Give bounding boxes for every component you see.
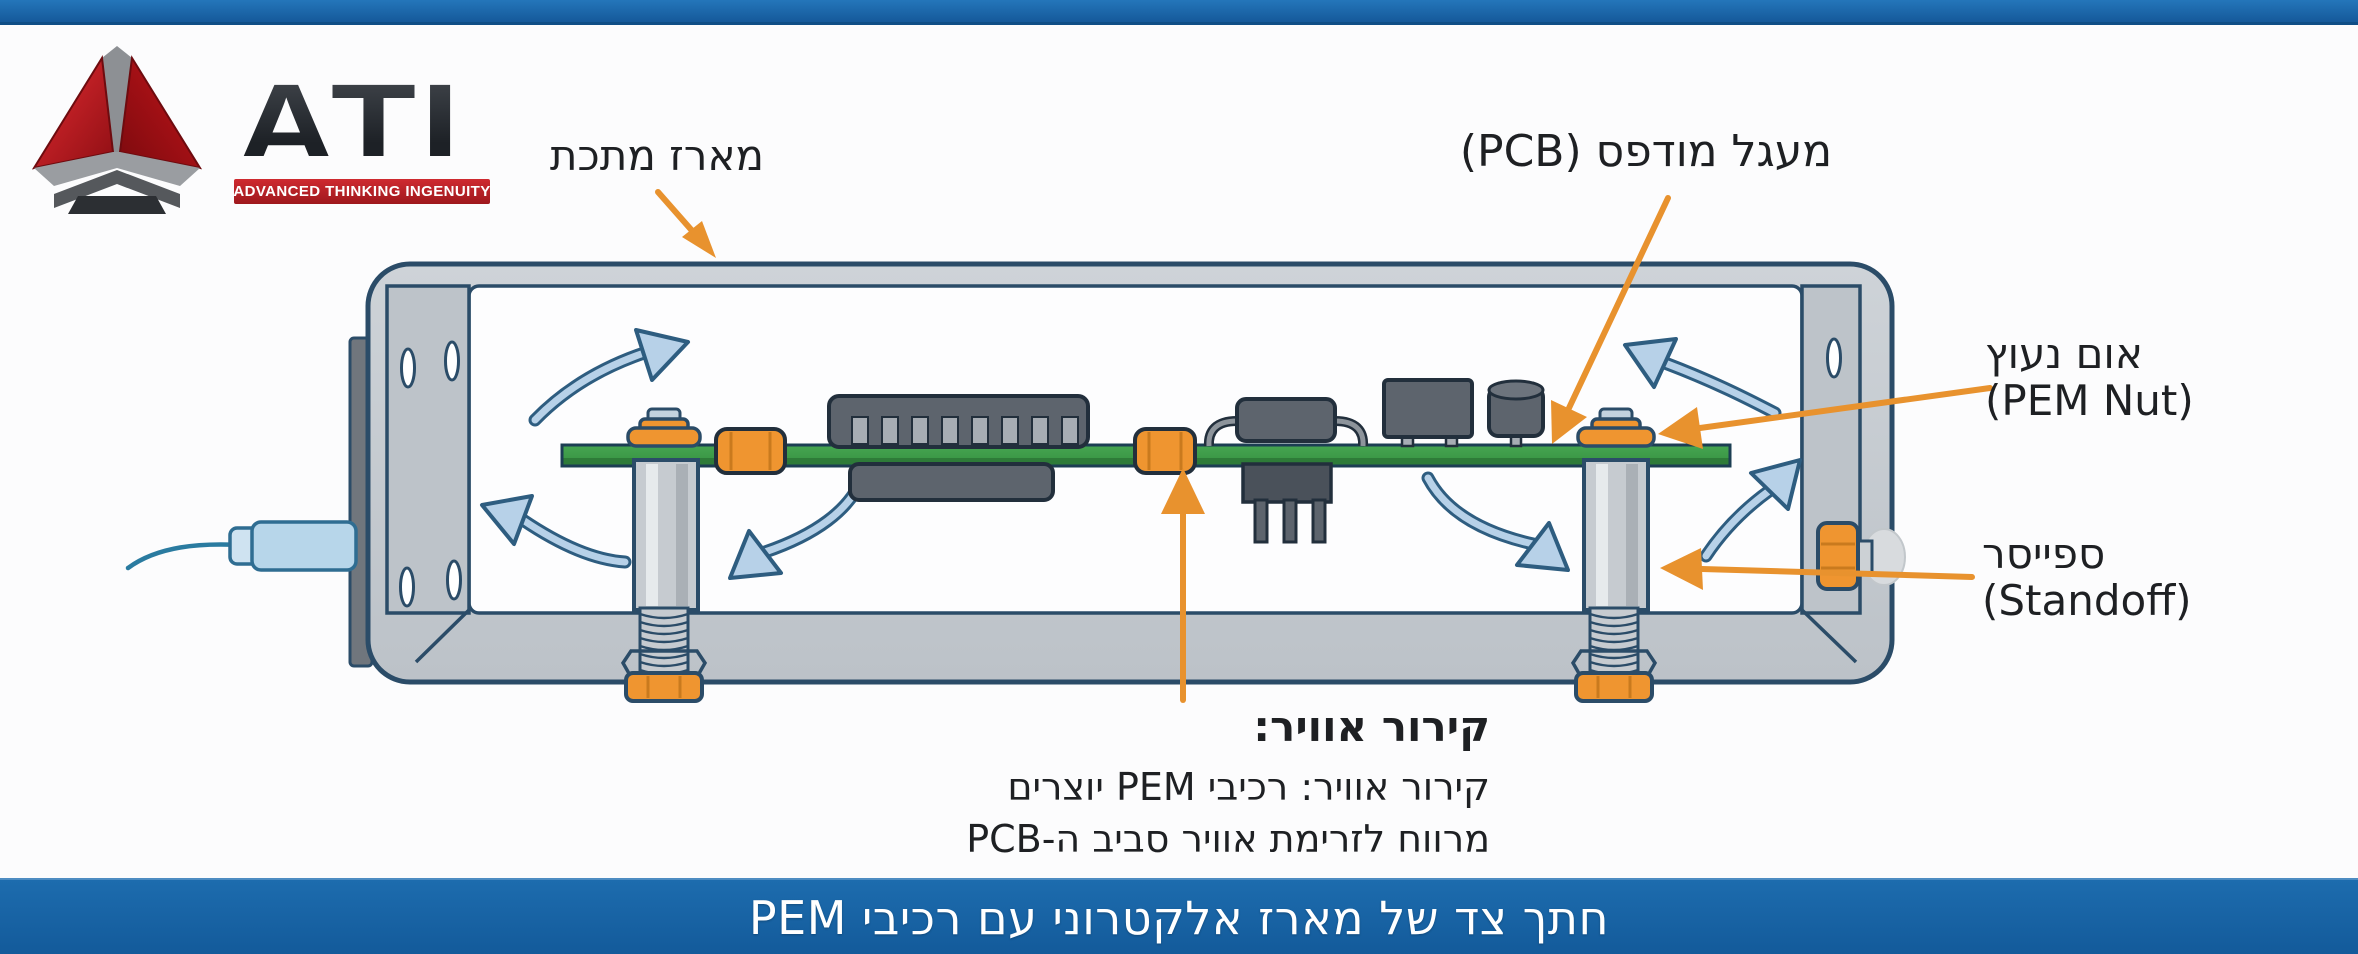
cable-connector (125, 336, 374, 668)
airflow-arrow-top-right (1623, 337, 1782, 420)
label-pem-nut-english: (PEM Nut) (1985, 376, 2194, 425)
right-standoff (1570, 407, 1658, 703)
transistor-component (1203, 397, 1369, 544)
airflow-arrow-center-right (1421, 471, 1570, 572)
cooling-title: קירור אוויר: (1253, 702, 1490, 751)
airflow-arrow-bottom-left (480, 494, 632, 569)
caption-text: חתך צד של מארז אלקטרוני עם רכיבי PEM (748, 891, 1610, 945)
ati-logo-tagline: ADVANCED THINKING INGENUITY (233, 179, 490, 204)
pem-nut-leader-arrow (1658, 385, 1993, 449)
cooling-leader-arrow (1161, 468, 1205, 703)
standoff-leader-arrow (1660, 548, 1975, 590)
metal-enclosure (365, 261, 1895, 685)
left-standoff (620, 407, 708, 703)
top-accent-bar (0, 0, 2358, 25)
smd-component-right (1133, 427, 1197, 475)
airflow-arrows (480, 328, 1802, 580)
cooling-line-1: קירור אוויר: רכיבי PEM יוצרים (1007, 765, 1490, 809)
label-metal-enclosure: מארז מתכת (549, 131, 765, 180)
leader-arrows (655, 189, 1993, 703)
label-standoff-english: (Standoff) (1982, 576, 2192, 625)
label-pem-nut: אום נעוץ (PEM Nut) (1985, 330, 2194, 424)
box-component (1382, 378, 1474, 448)
cooling-annotation: קירור אוויר: קירור אוויר: רכיבי PEM יוצר… (966, 702, 1490, 865)
airflow-arrow-top-left (528, 328, 690, 427)
airflow-arrow-right-wall (1699, 458, 1802, 563)
cooling-line-2: מרווח לזרימת אוויר סביב ה-PCB (966, 817, 1490, 861)
label-pcb: מעגל מודפס (PCB) (1459, 126, 1833, 177)
label-standoff: ספייסר (Standoff) (1982, 530, 2192, 624)
pcb-leader-arrow (1551, 195, 1671, 444)
ati-logo: ATI ADVANCED THINKING INGENUITY (28, 40, 490, 216)
enclosure-leader-arrow (655, 189, 716, 258)
label-pem-nut-hebrew: אום נעוץ (1985, 329, 2143, 378)
capacitor-component (1487, 379, 1545, 448)
smd-component-left (714, 427, 787, 475)
ic-heatsink-component (827, 394, 1090, 502)
caption-bar: חתך צד של מארז אלקטרוני עם רכיבי PEM (0, 878, 2358, 954)
label-standoff-hebrew: ספייסר (1982, 529, 2106, 578)
ati-logo-emblem-icon (31, 46, 203, 214)
ati-logo-text: ATI (236, 26, 464, 192)
